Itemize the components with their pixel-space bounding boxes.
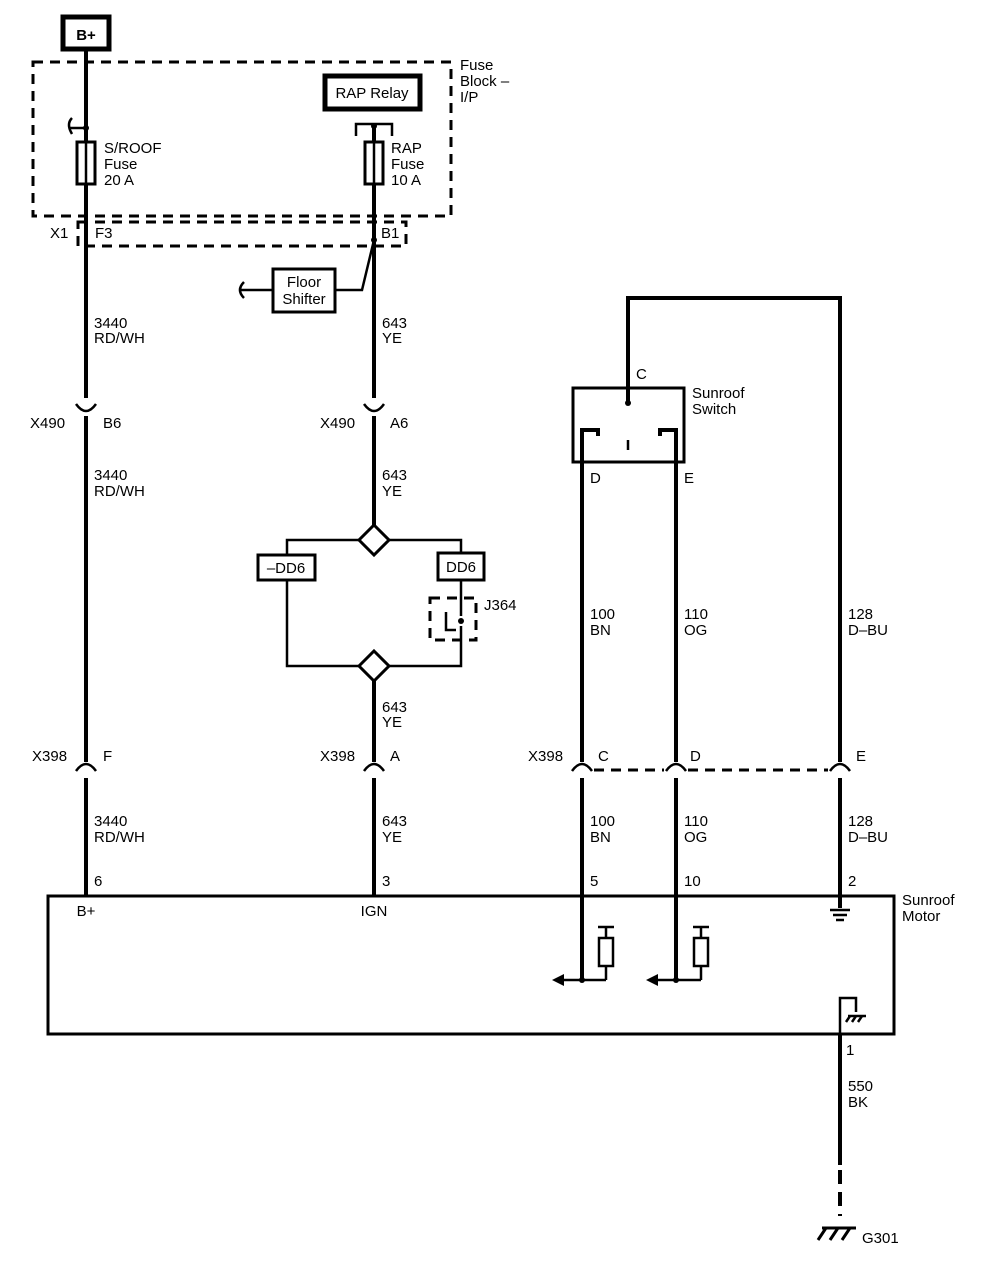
wire-110-num-b: 110 [684,813,708,830]
motor-case-ground-icon [838,996,866,1040]
sroof-fuse-name: S/ROOF [104,140,162,157]
wire-3440-color-a: RD/WH [94,330,145,347]
wire-643-num-b: 643 [382,467,407,484]
j364-jumper-outline [428,596,478,642]
wire-3440-num-b: 3440 [94,467,127,484]
power-source-box: B+ [60,14,112,52]
switch-pin-e: E [684,470,694,487]
wire-110-color-a: OG [684,622,707,639]
x398-label-b: X398 [320,748,355,765]
fuse-block-label-2: Block – [460,73,510,90]
option-dd6-label: DD6 [446,559,476,576]
sunroof-motor-box [46,894,896,1036]
x398-pin-c: C [598,748,609,765]
x490-pin-a6: A6 [390,415,408,432]
g301-label: G301 [862,1230,899,1247]
motor-pin-1: 1 [846,1042,854,1059]
wire-643-color-b: YE [382,483,402,500]
motor-input-resistor-2 [646,925,710,986]
x1-connector [76,220,408,248]
wire-100-num-a: 100 [590,606,615,623]
option-neg-dd6-box: –DD6 [256,553,317,582]
rap-relay-box: RAP Relay [322,73,423,112]
motor-internal-ground-icon [830,908,850,922]
sroof-fuse [75,140,97,186]
wire-100-num-b: 100 [590,813,615,830]
motor-ign-label: IGN [361,903,388,920]
j364-label: J364 [484,597,517,614]
wire-3440-color-c: RD/WH [94,829,145,846]
motor-label-2: Motor [902,908,940,925]
wire-128-color-a: D–BU [848,622,888,639]
x490-label-a: X490 [30,415,65,432]
x398-pin-d: D [690,748,701,765]
option-dd6-box: DD6 [436,551,486,582]
switch-label-1: Sunroof [692,385,745,402]
x398-label-c: X398 [528,748,563,765]
wire-643-color-d: YE [382,829,402,846]
option-neg-dd6-label: –DD6 [267,560,305,577]
x1-pin-f3: F3 [95,225,113,242]
rap-fuse-word: Fuse [391,156,424,173]
rap-fuse [363,140,385,186]
motor-pin-2: 2 [848,873,856,890]
wire-550-color: BK [848,1094,868,1111]
floor-shifter-label-2: Shifter [282,291,325,308]
wire-3440-color-b: RD/WH [94,483,145,500]
x398-pin-e: E [856,748,866,765]
x490-pin-b6: B6 [103,415,121,432]
x1-label: X1 [50,225,68,242]
wire-643-num-c: 643 [382,699,407,716]
wire-110-num-a: 110 [684,606,708,623]
wire-643-num-d: 643 [382,813,407,830]
motor-pin-10: 10 [684,873,701,890]
sroof-fuse-rating: 20 A [104,172,134,189]
fuse-block-label-3: I/P [460,89,478,106]
wire-3440-num-a: 3440 [94,315,127,332]
floor-shifter-label-1: Floor [287,274,321,291]
wire-643-color-c: YE [382,714,402,731]
x398-label-a: X398 [32,748,67,765]
wire-550-num: 550 [848,1078,873,1095]
wire-128-color-b: D–BU [848,829,888,846]
rap-fuse-name: RAP [391,140,422,157]
g301-ground-icon [816,1226,856,1241]
wire-3440-num-c: 3440 [94,813,127,830]
motor-pin-6: 6 [94,873,102,890]
fuse-block-label-1: Fuse [460,57,493,74]
wire-643-color-a: YE [382,330,402,347]
rap-fuse-rating: 10 A [391,172,421,189]
x398-pin-a: A [390,748,400,765]
sroof-fuse-word: Fuse [104,156,137,173]
x398-pin-f: F [103,748,112,765]
x490-label-b: X490 [320,415,355,432]
wire-128-num-a: 128 [848,606,873,623]
option-splice-upper [356,522,392,558]
x398-connector [74,762,852,772]
switch-label-2: Switch [692,401,736,418]
wire-128-route [626,296,842,762]
rap-relay-label: RAP Relay [335,85,409,102]
wire-110-color-b: OG [684,829,707,846]
motor-bplus-label: B+ [77,903,96,920]
motor-pin-5: 5 [590,873,598,890]
fuse-block-outline [31,60,453,218]
power-source-label: B+ [76,27,96,44]
x490-connector [74,403,386,413]
floor-shifter-box: Floor Shifter [271,267,337,314]
sunroof-switch [571,386,686,464]
wire-643-num-a: 643 [382,315,407,332]
wire-100-color-a: BN [590,622,611,639]
motor-input-resistor-1 [552,925,615,986]
x1-pin-b1: B1 [381,225,399,242]
wire-128-num-b: 128 [848,813,873,830]
switch-pin-c: C [636,366,647,383]
wire-100-color-b: BN [590,829,611,846]
switch-pin-d: D [590,470,601,487]
motor-label-1: Sunroof [902,892,955,909]
motor-pin-3: 3 [382,873,390,890]
option-splice-lower [356,648,392,684]
floor-shifter-branch-wire [335,239,376,292]
